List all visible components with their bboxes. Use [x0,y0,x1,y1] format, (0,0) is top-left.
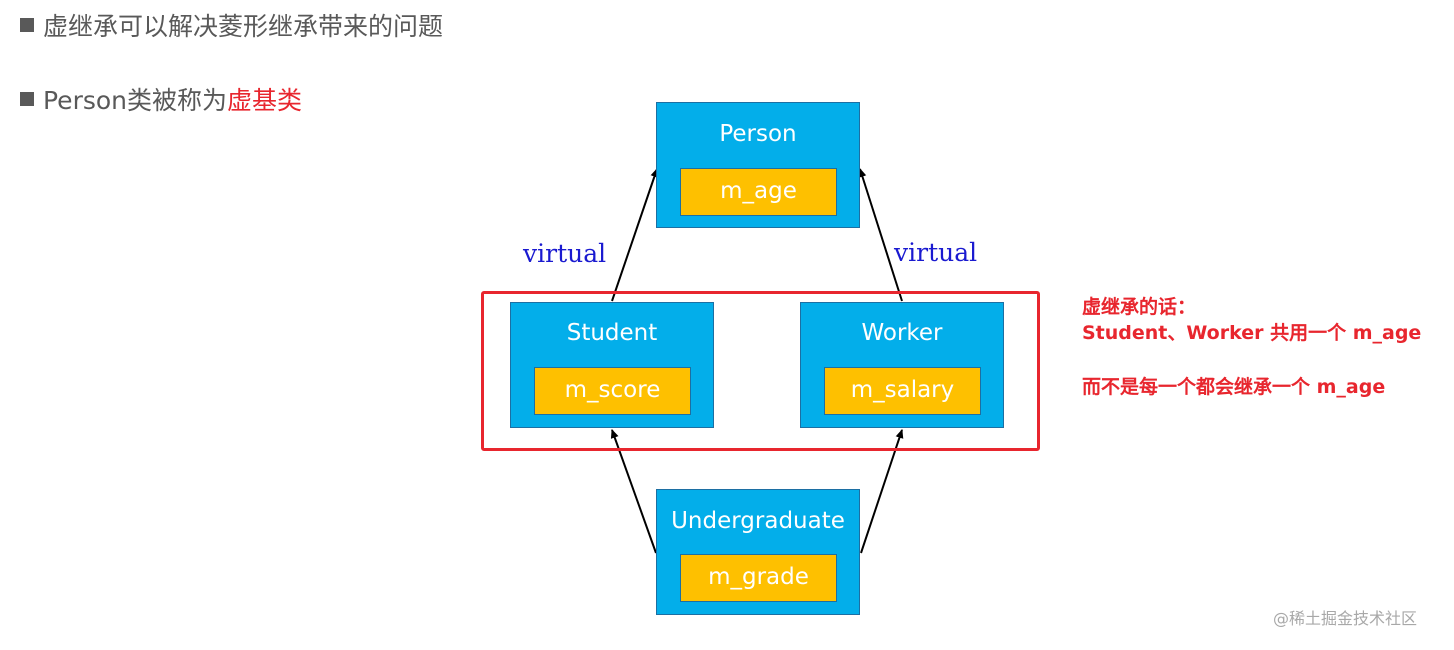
arrow-student-to-person [611,168,659,302]
arrow-worker-to-person [858,168,903,302]
member-box-worker: m_salary [824,367,981,415]
class-name-worker: Worker [861,320,943,346]
member-box-undergraduate: m_grade [680,554,837,602]
note-line-3: 而不是每一个都会继承一个 m_age [1082,376,1386,398]
class-box-undergraduate: Undergraduate m_grade [656,489,860,615]
note-line-2: Student、Worker 共用一个 m_age [1082,322,1422,344]
class-name-person: Person [719,121,797,147]
class-name-undergraduate: Undergraduate [671,508,845,534]
virtual-base-class-term: 虚基类 [227,86,303,115]
member-box-student: m_score [534,367,691,415]
virtual-label-left: virtual [523,239,607,268]
shared-base-highlight-frame [481,291,1040,451]
bullet-point-2: Person类被称为虚基类 [20,88,302,113]
member-box-person: m_age [680,168,837,216]
class-name-student: Student [566,320,658,346]
bullet-text-2: Person类被称为 [43,86,228,115]
bullet-point-1: 虚继承可以解决菱形继承带来的问题 [20,14,443,39]
class-box-worker: Worker m_salary [800,302,1004,428]
virtual-label-right: virtual [894,238,978,267]
square-bullet-icon [20,92,34,106]
class-box-student: Student m_score [510,302,714,428]
bullet-text-1: 虚继承可以解决菱形继承带来的问题 [43,12,444,41]
square-bullet-icon [20,18,34,32]
class-box-person: Person m_age [656,102,860,228]
note-line-1: 虚继承的话： [1082,296,1197,318]
watermark: @稀土掘金技术社区 [1273,609,1418,628]
